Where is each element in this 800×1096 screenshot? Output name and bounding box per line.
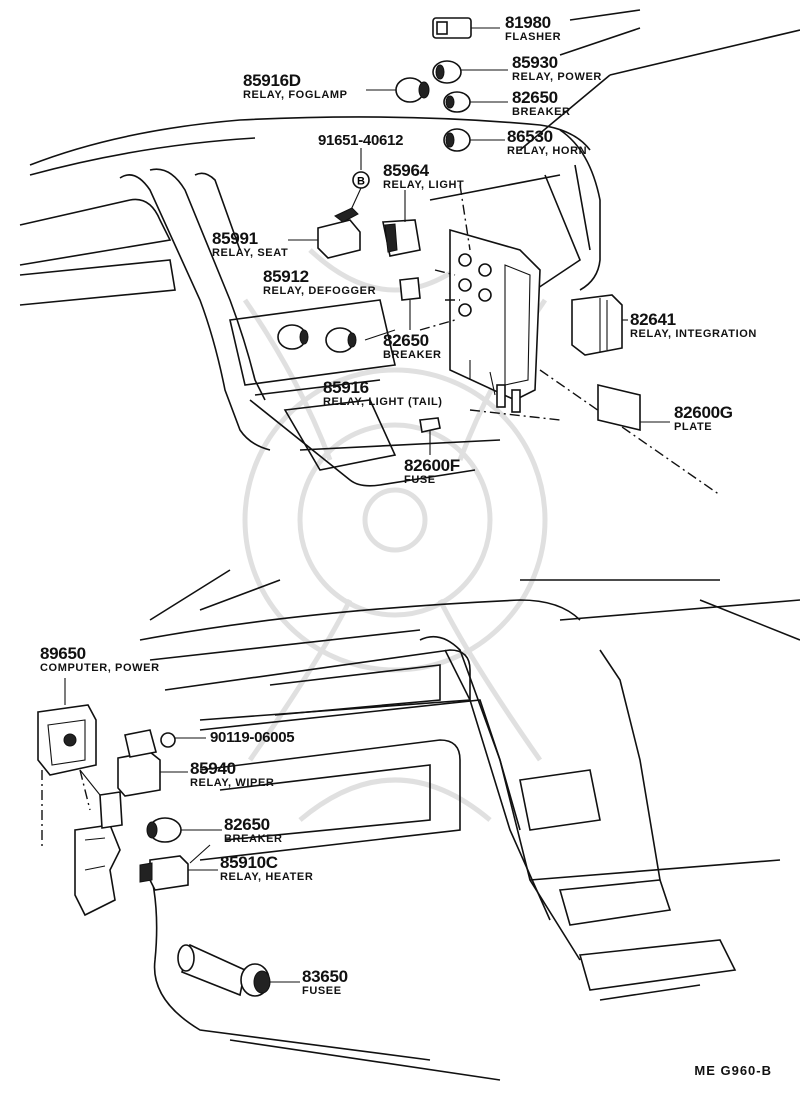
computer-icon-89650	[37, 678, 97, 850]
part-number: 82641	[630, 310, 676, 329]
relay-icon-85912	[277, 324, 396, 353]
part-number: 85964	[383, 161, 429, 180]
label-85916D: 85916D RELAY, FOGLAMP	[243, 72, 348, 101]
bolt-icon-90119	[160, 732, 206, 748]
relay-icon-86530	[443, 128, 505, 152]
label-85912: 85912 RELAY, DEFOGGER	[263, 268, 376, 297]
label-85991: 85991 RELAY, SEAT	[212, 230, 288, 259]
part-number: 82650	[383, 331, 429, 350]
part-name: RELAY, DEFOGGER	[263, 285, 377, 297]
part-name: RELAY, LIGHT (TAIL)	[323, 396, 443, 408]
part-name: RELAY, INTEGRATION	[630, 328, 757, 340]
part-number: 91651-40612	[318, 132, 404, 149]
part-number: 89650	[40, 644, 86, 663]
relay-icon-85991	[288, 207, 361, 259]
label-82650-upper: 82650 BREAKER	[512, 89, 571, 118]
part-number: 82600G	[674, 403, 733, 422]
part-name: FUSEE	[302, 985, 342, 997]
part-number: 82650	[224, 815, 270, 834]
part-number: 85930	[512, 53, 558, 72]
label-85910C: 85910C RELAY, HEATER	[220, 854, 313, 883]
label-86530: 86530 RELAY, HORN	[507, 128, 587, 157]
part-name: RELAY, HEATER	[220, 871, 314, 883]
plate-icon-82600G	[597, 383, 670, 432]
breaker-icon-82650-middle	[399, 277, 421, 330]
part-name: RELAY, POWER	[512, 71, 602, 83]
part-name: FUSE	[404, 474, 436, 486]
part-name: FLASHER	[505, 31, 562, 43]
part-name: RELAY, WIPER	[190, 777, 275, 789]
part-number: 85910C	[220, 853, 278, 872]
label-82650-middle: 82650 BREAKER	[383, 332, 442, 361]
part-number: 81980	[505, 13, 551, 32]
label-85964: 85964 RELAY, LIGHT	[383, 162, 464, 191]
relay-icon-85940	[117, 729, 188, 797]
label-85940: 85940 RELAY, WIPER	[190, 760, 274, 789]
relay-icon-85910C	[139, 844, 218, 891]
label-85930: 85930 RELAY, POWER	[512, 54, 602, 83]
diagram-code: ME G960-B	[694, 1063, 772, 1078]
label-81980: 81980 FLASHER	[505, 14, 561, 43]
label-82641: 82641 RELAY, INTEGRATION	[630, 311, 757, 340]
label-90119-06005: 90119-06005	[210, 729, 295, 746]
part-name: RELAY, LIGHT	[383, 179, 465, 191]
fusee-icon-83650	[177, 943, 300, 997]
part-number: 86530	[507, 127, 553, 146]
part-number: 85916D	[243, 71, 301, 90]
part-name: BREAKER	[224, 833, 283, 845]
lower-dashboard-outline	[139, 569, 800, 1081]
part-number: 82650	[512, 88, 558, 107]
connector-icon-wiper	[79, 769, 123, 829]
bracket-icon	[74, 824, 121, 917]
part-number: 85991	[212, 229, 258, 248]
bolt-badge-letter: B	[357, 176, 365, 188]
part-name: PLATE	[674, 421, 713, 433]
label-89650: 89650 COMPUTER, POWER	[40, 645, 160, 674]
part-number: 85940	[190, 759, 236, 778]
part-name: BREAKER	[512, 106, 571, 118]
label-82650-lower: 82650 BREAKER	[224, 816, 283, 845]
label-91651-40612: 91651-40612	[318, 133, 403, 148]
label-82600F: 82600F FUSE	[404, 457, 460, 486]
part-number: 90119-06005	[210, 729, 295, 746]
breaker-icon-82650-upper	[443, 91, 508, 113]
part-name: RELAY, SEAT	[212, 247, 289, 259]
part-number: 82600F	[404, 456, 460, 475]
relay-icon-85916D	[366, 77, 430, 103]
relay-icon-82641	[571, 294, 628, 356]
upper-dashboard-outline	[19, 9, 800, 496]
part-name: RELAY, HORN	[507, 145, 588, 157]
part-number: 83650	[302, 967, 348, 986]
part-number: 85912	[263, 267, 309, 286]
breaker-icon-82650-lower	[146, 817, 222, 843]
part-number: 85916	[323, 378, 369, 397]
relay-icon-85964	[382, 190, 421, 257]
label-82600G: 82600G PLATE	[674, 404, 733, 433]
fuse-icon-82600F	[419, 417, 441, 455]
part-name: COMPUTER, POWER	[40, 662, 160, 674]
bolt-badge-icon: B	[349, 148, 370, 213]
label-83650: 83650 FUSEE	[302, 968, 348, 997]
part-name: BREAKER	[383, 349, 442, 361]
relay-icon-85930	[432, 60, 508, 84]
part-name: RELAY, FOGLAMP	[243, 89, 348, 101]
junction-block	[419, 184, 541, 413]
relay-icon-81980	[432, 17, 500, 39]
label-85916: 85916 RELAY, LIGHT (TAIL)	[323, 379, 443, 408]
